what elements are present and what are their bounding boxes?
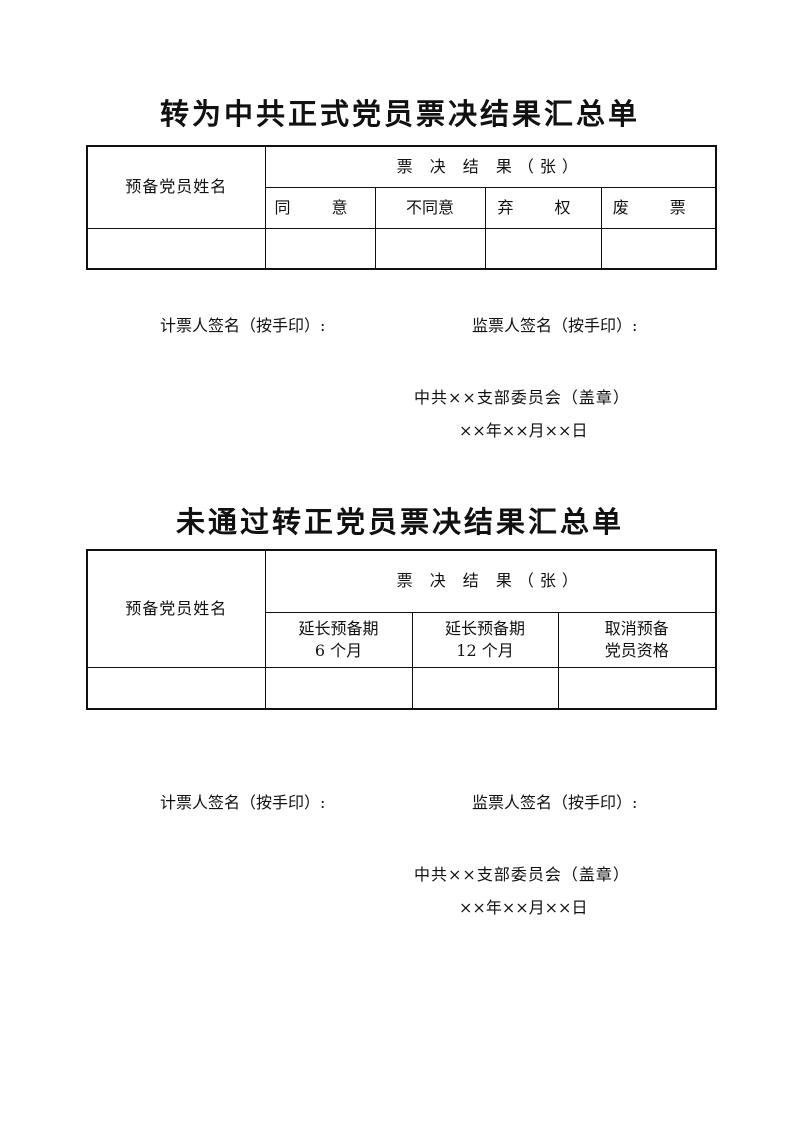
form1-supervisor-signature: 监票人签名（按手印）: <box>472 316 638 335</box>
form1-agree-cell[interactable] <box>264 227 376 270</box>
form2-extend-12-cell[interactable] <box>411 666 559 710</box>
form1-date: ××年××月××日 <box>459 421 588 440</box>
form1-name-cell[interactable] <box>86 227 266 270</box>
form2-result-header: 票 决 结 果（张） <box>264 549 717 613</box>
form1-counter-signature: 计票人签名（按手印）: <box>160 316 326 335</box>
form1-col-abstain: 弃 权 <box>484 186 602 229</box>
form1-col-disagree: 不同意 <box>374 186 486 229</box>
form1-result-header: 票 决 结 果（张） <box>264 145 717 188</box>
form2-col-extend-12: 延长预备期 12 个月 <box>411 611 559 668</box>
form2-date: ××年××月××日 <box>459 898 588 917</box>
form1-abstain-cell[interactable] <box>484 227 602 270</box>
form1-col-agree: 同 意 <box>264 186 376 229</box>
table-row <box>86 227 717 270</box>
form2-organization: 中共××支部委员会（盖章） <box>414 865 630 884</box>
form1-vote-table: 预备党员姓名 票 决 结 果（张） 同 意 不同意 弃 权 废 票 <box>86 145 718 270</box>
form1-organization: 中共××支部委员会（盖章） <box>414 388 630 407</box>
form1-title: 转为中共正式党员票决结果汇总单 <box>159 97 640 131</box>
form2-supervisor-signature: 监票人签名（按手印）: <box>472 793 638 812</box>
form1-disagree-cell[interactable] <box>374 227 486 270</box>
form2-name-header: 预备党员姓名 <box>86 549 266 668</box>
form2-name-cell[interactable] <box>86 666 266 710</box>
form2-vote-table: 预备党员姓名 票 决 结 果（张） 延长预备期 6 个月 延长预备期 12 个月… <box>86 549 717 710</box>
form1-invalid-cell[interactable] <box>600 227 717 270</box>
form2-col-extend-6: 延长预备期 6 个月 <box>264 611 413 668</box>
form2-counter-signature: 计票人签名（按手印）: <box>160 793 326 812</box>
form2-col-cancel: 取消预备 党员资格 <box>557 611 717 668</box>
table-row <box>86 666 717 710</box>
form2-cancel-cell[interactable] <box>557 666 717 710</box>
form1-col-invalid: 废 票 <box>600 186 717 229</box>
form2-title: 未通过转正党员票决结果汇总单 <box>175 505 624 539</box>
form2-extend-6-cell[interactable] <box>264 666 413 710</box>
form1-name-header: 预备党员姓名 <box>86 145 266 229</box>
